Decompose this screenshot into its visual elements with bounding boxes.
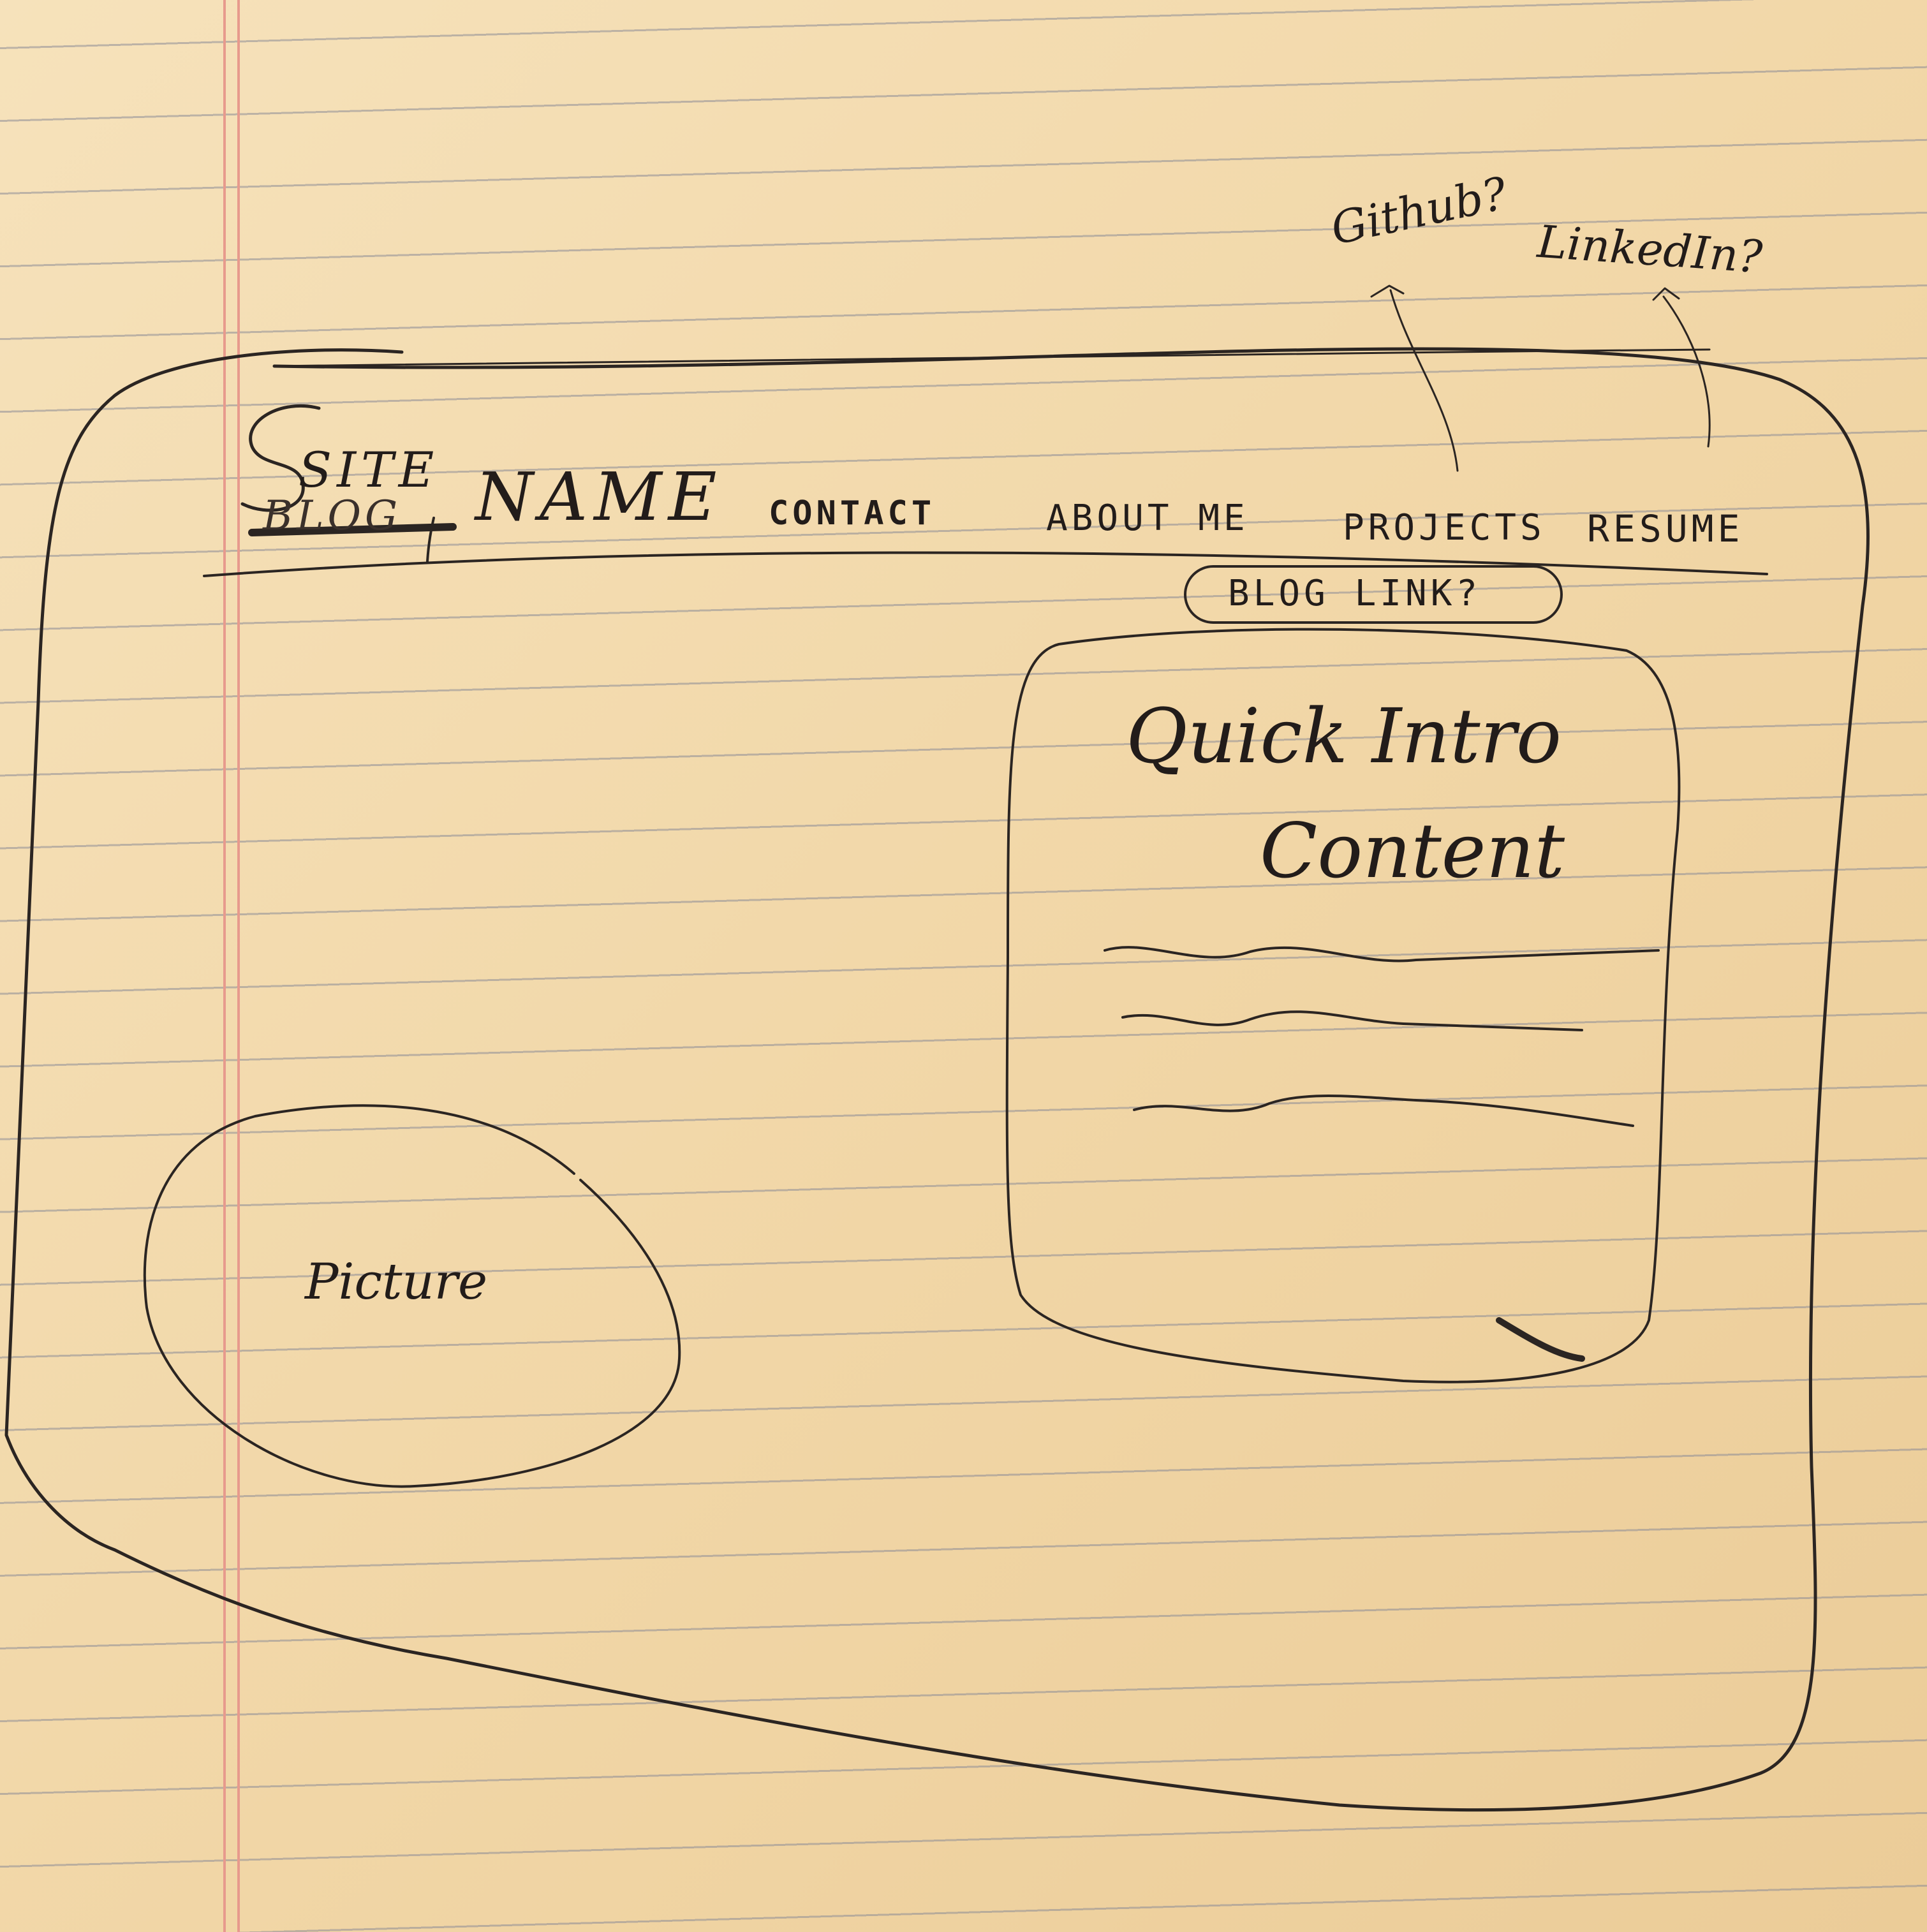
nav-item-contact[interactable]: CONTACT: [769, 494, 936, 533]
header-divider: [203, 551, 1768, 577]
picture-outline: [143, 1104, 681, 1488]
intro-card-corner-smudge: [1496, 1317, 1585, 1362]
arrow-to-projects: [1389, 289, 1459, 472]
intro-text-line-3: [1133, 1095, 1634, 1127]
nav-item-projects[interactable]: PROJECTS: [1343, 507, 1546, 549]
intro-title: Quick Intro: [1126, 692, 1562, 780]
site-name-word[interactable]: NAME: [475, 458, 723, 536]
blog-link-button[interactable]: BLOG LINK?: [1228, 573, 1482, 614]
arrowhead-github: [1370, 284, 1405, 298]
intro-text-line-2: [1121, 1010, 1583, 1031]
page-outline: [4, 347, 1870, 1812]
site-word: SITE: [299, 441, 439, 498]
intro-text-line-1: [1104, 946, 1660, 962]
top-rule: [273, 348, 1711, 367]
site-s-flourish: [240, 404, 321, 512]
nav-item-about-me[interactable]: ABOUT ME: [1046, 498, 1249, 539]
blog-link-pill-outline: [1184, 565, 1563, 624]
intro-subtitle: Content: [1260, 807, 1565, 895]
intro-card-outline: [1005, 628, 1681, 1383]
arrow-to-resume: [1662, 295, 1711, 448]
crossed-out-blog-word: BLOG: [263, 492, 402, 540]
nav-item-resume[interactable]: RESUME: [1587, 507, 1744, 550]
margin-line-right: [237, 0, 240, 1932]
name-stroke: [426, 517, 435, 563]
margin-line-left: [223, 0, 226, 1932]
arrowhead-linkedin: [1652, 287, 1680, 301]
strike-through: [248, 523, 457, 536]
picture-label: Picture: [305, 1253, 488, 1311]
